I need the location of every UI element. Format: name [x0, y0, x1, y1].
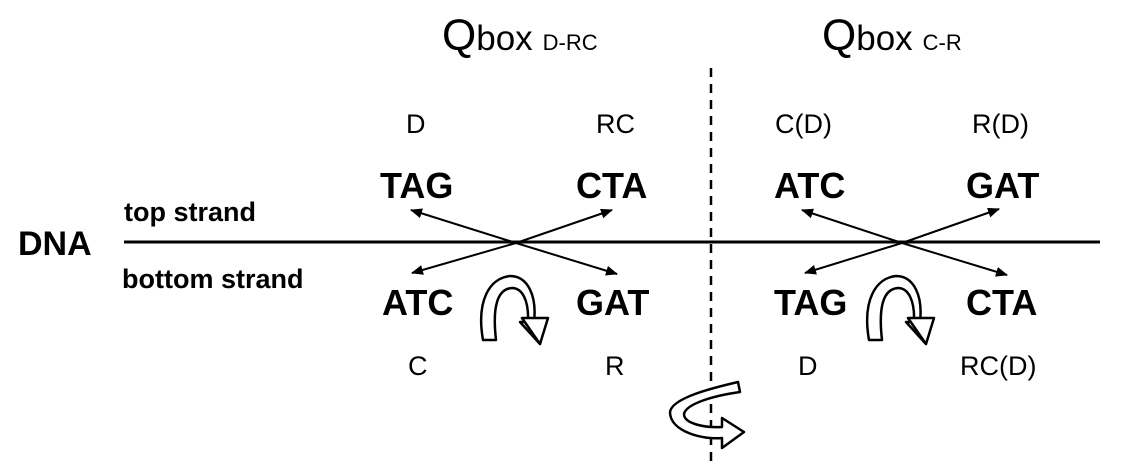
bottom-strand-label: bottom strand: [122, 264, 304, 294]
right-box-title-q: Q: [822, 11, 857, 60]
right-rotation-arrow-icon: [865, 274, 936, 346]
left-box-title-q: Q: [442, 11, 477, 60]
left-top-right-label: RC: [596, 109, 635, 139]
left-arrow-to-gat: [515, 242, 618, 276]
center-rotation-arrow-icon: [668, 380, 746, 450]
dna-label: DNA: [18, 225, 92, 263]
left-box-title-box: box: [476, 19, 533, 58]
right-arrow-to-tag: [804, 242, 903, 275]
right-top-right-label: R(D): [972, 109, 1029, 139]
left-top-left-codon: TAG: [380, 165, 454, 206]
left-rotation-arrow-icon: [479, 274, 550, 346]
right-box-title-sub: C-R: [922, 30, 962, 55]
left-arrow-to-tag: [410, 208, 517, 244]
right-top-left-codon: ATC: [774, 165, 846, 206]
left-arrow-to-cta: [515, 208, 613, 244]
left-box-title: Qbox D-RC: [442, 13, 598, 59]
left-top-right-codon: CTA: [576, 165, 648, 206]
left-bottom-right-codon: GAT: [576, 282, 650, 323]
left-bottom-left-label: C: [408, 351, 428, 381]
right-bottom-right-codon: CTA: [966, 282, 1038, 323]
left-arrow-to-atc: [411, 242, 517, 275]
right-arrow-to-gat: [901, 207, 1000, 244]
left-top-left-label: D: [406, 109, 426, 139]
right-arrow-to-atc: [801, 208, 903, 244]
right-bottom-left-label: D: [798, 351, 818, 381]
top-strand-label: top strand: [124, 197, 256, 227]
right-bottom-left-codon: TAG: [774, 282, 848, 323]
left-bottom-right-label: R: [605, 351, 625, 381]
left-bottom-left-codon: ATC: [382, 282, 454, 323]
right-box-title-box: box: [856, 19, 913, 58]
right-top-left-label: C(D): [775, 109, 832, 139]
right-box-title: Qbox C-R: [822, 13, 962, 59]
left-box-title-sub: D-RC: [542, 30, 598, 55]
right-arrow-to-cta: [901, 242, 1008, 277]
right-bottom-right-label: RC(D): [960, 351, 1037, 381]
right-top-right-codon: GAT: [966, 165, 1040, 206]
